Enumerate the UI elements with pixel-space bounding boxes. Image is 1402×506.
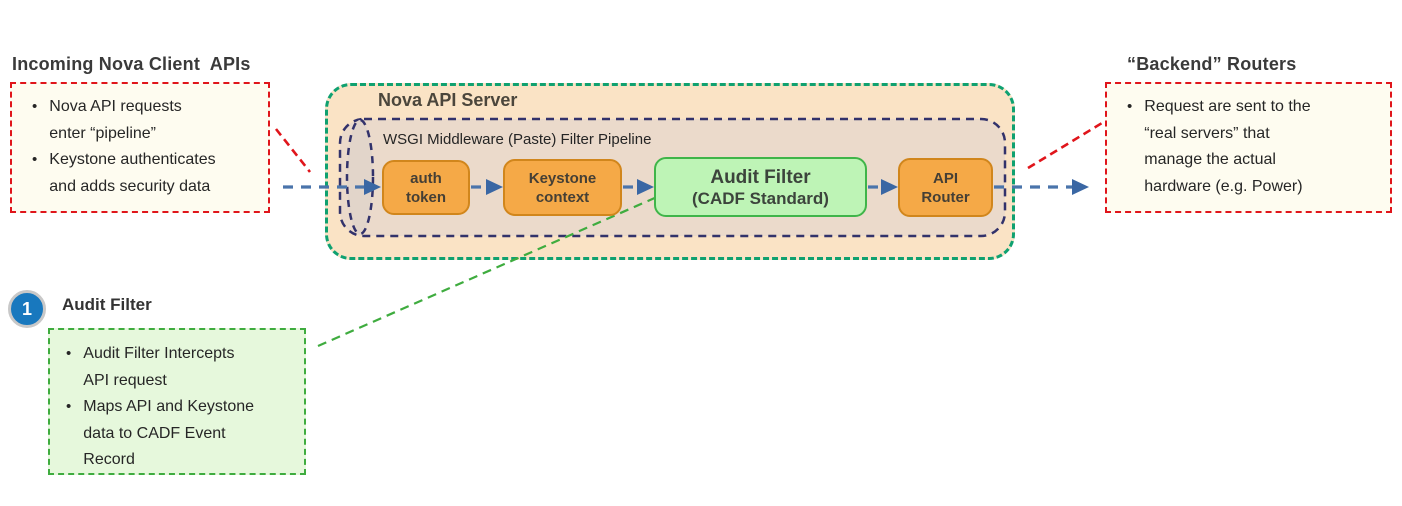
stage-keystone-context: Keystone context [503,159,622,216]
bullet-icon: • [32,98,38,115]
list-item: • Keystone authenticates and adds securi… [32,147,262,200]
arrowhead-icon [486,179,503,195]
arrowhead-icon [637,179,654,195]
badge-number: 1 [21,298,32,319]
note-text: Nova API requests enter “pipeline” [49,98,182,142]
backend-routers-heading: “Backend” Routers [1127,54,1297,74]
arrowhead-icon [364,179,381,195]
note-text: Request are sent to the “real servers” t… [1144,98,1311,195]
stage-audit-filter: Audit Filter (CADF Standard) [654,157,867,217]
audit-filter-note-box: • Audit Filter Intercepts API request • … [48,328,306,475]
stage-label: Router [921,188,970,206]
red-connector-left [274,128,312,173]
stage-label: API [932,169,958,187]
nova-api-server-title: Nova API Server [378,90,518,110]
bullet-icon: • [66,398,72,415]
list-item: • Request are sent to the “real servers”… [1127,94,1384,200]
red-connector-right [1027,121,1103,170]
backend-routers-note-box: • Request are sent to the “real servers”… [1105,82,1392,213]
wsgi-pipeline-label: WSGI Middleware (Paste) Filter Pipeline [383,131,652,148]
step-1-badge: 1 [8,290,46,328]
stage-label: token [405,188,446,206]
list-item: • Audit Filter Intercepts API request [66,341,298,394]
bullet-icon: • [32,151,38,168]
bullet-icon: • [1127,98,1133,115]
stage-label: Keystone [528,169,597,187]
pipeline-cylinder-end [345,118,375,236]
stage-label: context [535,188,590,206]
stage-label: (CADF Standard) [692,188,829,208]
stage-auth-token: auth token [382,160,470,215]
note-text: Keystone authenticates and adds security… [49,151,216,195]
incoming-apis-note-box: • Nova API requests enter “pipeline” • K… [10,82,270,213]
stage-api-router: API Router [898,158,993,217]
list-item: • Maps API and Keystone data to CADF Eve… [66,394,298,474]
list-item: • Nova API requests enter “pipeline” [32,94,262,147]
incoming-nova-client-apis-heading: Incoming Nova Client APIs [12,54,251,74]
stage-label: Audit Filter [710,166,811,188]
green-connector-audit-filter [317,191,667,348]
arrowhead-icon [1072,179,1089,195]
audit-filter-callout-title: Audit Filter [62,295,152,314]
stage-label: auth [410,169,442,187]
note-text: Maps API and Keystone data to CADF Event… [83,398,255,468]
arrowhead-icon [881,179,898,195]
note-text: Audit Filter Intercepts API request [83,345,235,389]
bullet-icon: • [66,345,72,362]
